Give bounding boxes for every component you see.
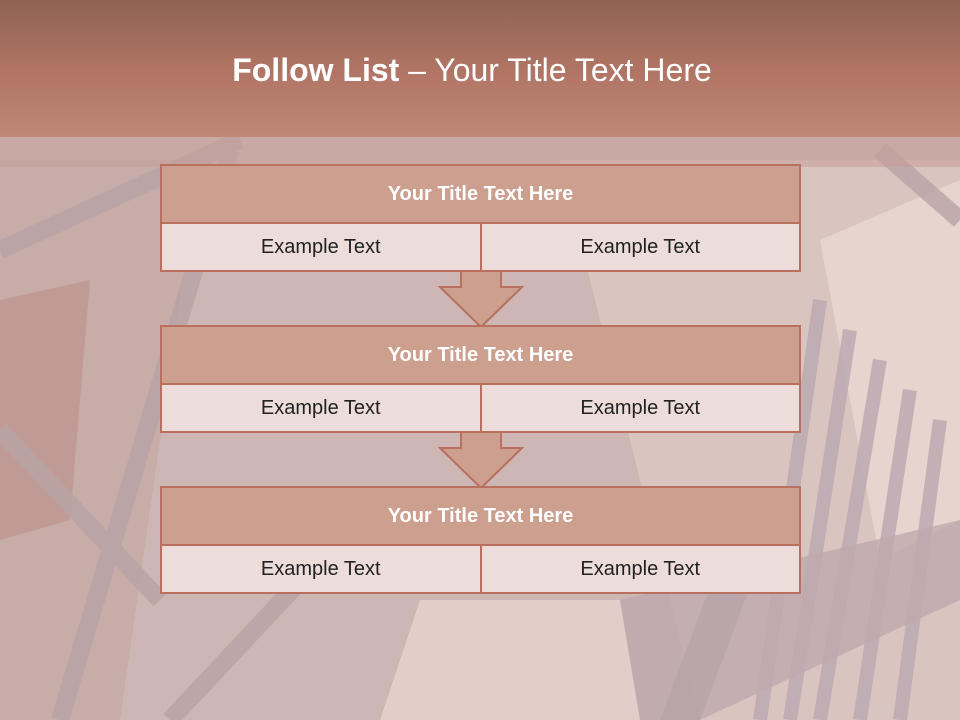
slide-title: Follow List – Your Title Text Here bbox=[0, 52, 944, 89]
down-arrow-icon bbox=[438, 431, 524, 489]
step-box-3: Your Title Text Here Example Text Exampl… bbox=[160, 486, 801, 594]
title-banner-shadow bbox=[0, 137, 960, 167]
step-box-2: Your Title Text Here Example Text Exampl… bbox=[160, 325, 801, 433]
step-2-right-cell: Example Text bbox=[479, 385, 799, 431]
step-2-left-cell: Example Text bbox=[162, 385, 480, 431]
step-3-left-cell: Example Text bbox=[162, 546, 480, 592]
step-1-right-cell: Example Text bbox=[479, 224, 799, 270]
step-title-3: Your Title Text Here bbox=[162, 488, 799, 546]
step-row-2: Example Text Example Text bbox=[162, 385, 799, 431]
step-1-left-cell: Example Text bbox=[162, 224, 480, 270]
step-title-2: Your Title Text Here bbox=[162, 327, 799, 385]
step-row-3: Example Text Example Text bbox=[162, 546, 799, 592]
title-banner bbox=[0, 0, 960, 137]
step-title-1: Your Title Text Here bbox=[162, 166, 799, 224]
step-box-1: Your Title Text Here Example Text Exampl… bbox=[160, 164, 801, 272]
slide-title-rest: – Your Title Text Here bbox=[399, 52, 712, 88]
step-3-right-cell: Example Text bbox=[479, 546, 799, 592]
slide-title-bold: Follow List bbox=[232, 52, 400, 88]
down-arrow-icon bbox=[438, 270, 524, 328]
step-row-1: Example Text Example Text bbox=[162, 224, 799, 270]
